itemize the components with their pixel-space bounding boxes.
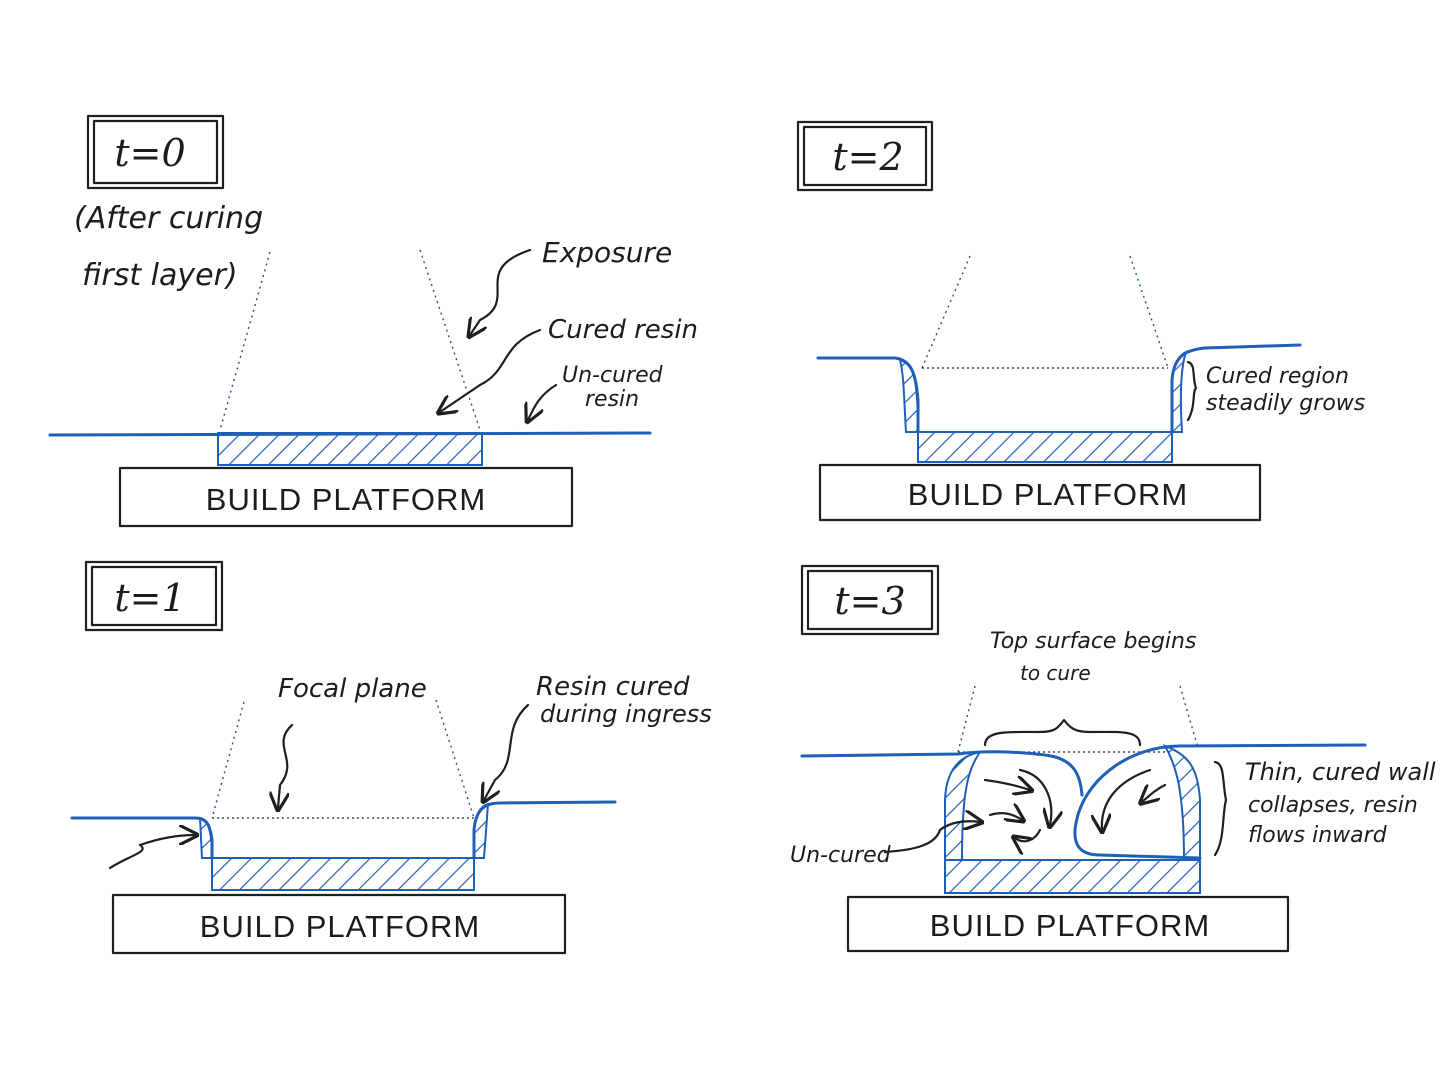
- platform-label-t3: BUILD PLATFORM: [930, 908, 1210, 943]
- panel-t1: t=1 BUILD PLATFORM Focal plane Resin cur…: [70, 560, 712, 955]
- uncured-arrow-t3: [883, 821, 980, 854]
- build-platform-t2: [818, 463, 1262, 522]
- time-label-t3: t=3: [834, 579, 905, 623]
- exposure-beam-left: [219, 251, 271, 431]
- ingress-label-line1: Resin cured: [536, 672, 690, 702]
- grows-label-line2: steadily grows: [1206, 391, 1365, 416]
- focal-plane-arrow: [278, 723, 294, 808]
- uncured-arrow-t0: [528, 383, 558, 420]
- flow-arrow-t3-c: [1018, 768, 1051, 825]
- uncured-label-line1-t0: Un-cured: [562, 363, 664, 388]
- note-line2-t0: first layer): [82, 258, 238, 293]
- flow-arrow-t1: [108, 835, 195, 870]
- platform-label-t0: BUILD PLATFORM: [206, 482, 486, 517]
- time-label-box-t1: t=1: [84, 560, 224, 632]
- uncured-label-line2-t0: resin: [585, 387, 639, 412]
- flow-arrow-t3-f: [1142, 783, 1167, 802]
- cured-wall-left-t3: [944, 750, 983, 861]
- cured-resin-arrow: [440, 328, 542, 412]
- time-label-box-t2: t=2: [796, 120, 934, 192]
- ingress-label-line2: during ingress: [540, 700, 712, 728]
- top-surface-label-line1: Top surface begins: [990, 629, 1196, 654]
- cured-wall-right-t3: [1162, 744, 1201, 861]
- time-label-t2: t=2: [832, 135, 903, 179]
- flow-arrow-t3-b: [988, 813, 1022, 820]
- uncured-label-t3: Un-cured: [790, 843, 892, 868]
- collapse-label-line1: Thin, cured wall: [1245, 758, 1436, 786]
- resin-surface-right-t3: [1073, 743, 1367, 860]
- exposure-arrow: [470, 248, 532, 335]
- grows-brace: [1186, 360, 1198, 422]
- cured-wall-left-t2: [898, 358, 920, 433]
- collapse-label-line3: flows inward: [1248, 823, 1388, 848]
- panel-t2: t=2 BUILD PLATFORM Cured region steadily…: [796, 120, 1365, 522]
- exposure-beam-right: [419, 249, 481, 431]
- resin-surface-left-t3: [800, 750, 1084, 797]
- cured-resin-label: Cured resin: [548, 315, 698, 345]
- ingress-arrow: [484, 703, 530, 800]
- platform-label-t2: BUILD PLATFORM: [908, 477, 1188, 512]
- exposure-label: Exposure: [542, 236, 672, 269]
- resin-surface-right-t1: [472, 800, 617, 860]
- build-platform-t1: [111, 893, 567, 955]
- collapse-brace: [1213, 760, 1228, 857]
- time-label-box-t0: t=0: [86, 114, 225, 190]
- exposure-beam-right-t1: [435, 699, 475, 819]
- exposure-beam-left-t2: [921, 255, 971, 369]
- exposure-beam-left-t3: [957, 685, 976, 753]
- cured-layer-t0: [217, 432, 483, 466]
- grows-label-line1: Cured region: [1206, 364, 1349, 389]
- platform-label-t1: BUILD PLATFORM: [200, 909, 480, 944]
- panel-t0: t=0 (After curing first layer) BUILD PLA…: [48, 114, 698, 528]
- collapse-label-line2: collapses, resin: [1248, 793, 1418, 818]
- time-label-t0: t=0: [114, 131, 185, 175]
- time-label-t1: t=1: [114, 576, 185, 620]
- time-label-box-t3: t=3: [800, 564, 940, 636]
- exposure-beam-right-t2: [1129, 255, 1169, 369]
- build-platform-t0: [118, 466, 574, 528]
- cured-wall-right-t2: [1171, 350, 1188, 433]
- panel-t3: t=3 Top surface begins to cure Un-cured …: [790, 564, 1436, 953]
- exposure-beam-right-t3: [1179, 685, 1199, 749]
- flow-arrow-t3-e: [1102, 768, 1152, 830]
- flow-arrow-t3-d: [1015, 828, 1042, 841]
- cured-layer-t3: [944, 859, 1201, 894]
- exposure-beam-left-t1: [211, 701, 245, 819]
- flow-arrow-t3-a: [983, 780, 1030, 790]
- cured-ingress-left-t1: [198, 816, 214, 859]
- cured-layer-t2: [917, 431, 1173, 463]
- top-surface-brace: [983, 718, 1142, 747]
- cured-layer-t1: [211, 857, 475, 891]
- resin-surface-left-t1: [70, 816, 214, 860]
- build-platform-t3: [846, 895, 1290, 953]
- note-line1-t0: (After curing: [74, 201, 263, 236]
- cured-ingress-right-t1: [473, 802, 490, 859]
- top-surface-label-line2: to cure: [1020, 661, 1091, 685]
- focal-plane-label: Focal plane: [278, 674, 427, 704]
